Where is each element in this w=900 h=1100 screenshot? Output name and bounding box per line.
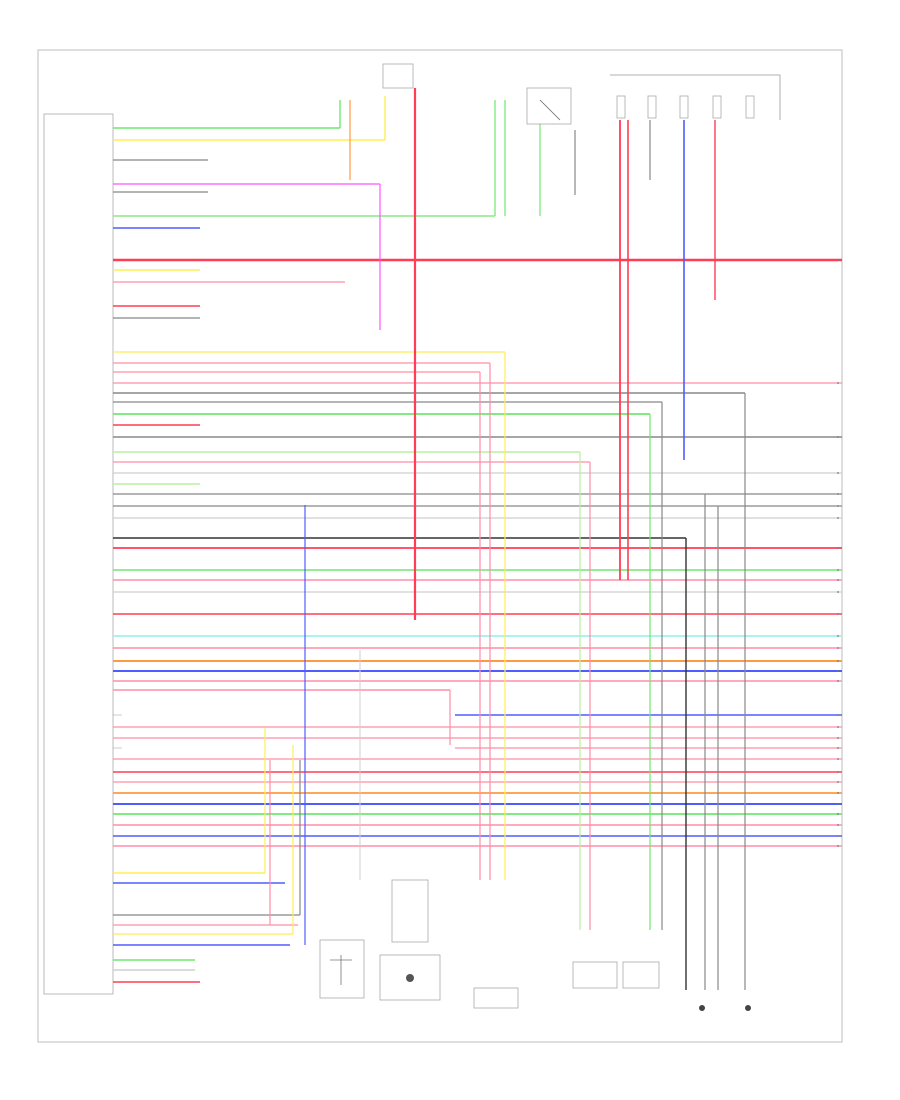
fuse-3 [679,95,689,119]
connector-dot [837,781,839,783]
diagram-frame [37,49,843,1043]
connector-dot [837,835,839,837]
connector-dot [837,579,839,581]
fuse-4 [712,95,722,119]
accelerator-sensor-symbol [330,955,352,985]
connector-dot [837,824,839,826]
crank-sensor-bracket [391,879,429,943]
connector-dot [837,714,839,716]
ground-point-2 [745,1005,751,1011]
connector-dot [837,792,839,794]
brake-switch-box [526,87,572,125]
connector-dot [837,771,839,773]
connector-dot [837,758,839,760]
connector-dot [837,635,839,637]
fuel-tank-module-box [473,987,519,1009]
accelerator-sensor-box [319,939,365,999]
connector-dot [837,647,839,649]
connector-dot [837,803,839,805]
oxygen-sensor-2-box [622,961,660,989]
components [319,63,781,1011]
connector-dot [837,747,839,749]
crank-sensor-symbol [406,974,414,982]
connector-dot [837,382,839,384]
connector-dot [837,670,839,672]
connector-dot [837,813,839,815]
connector-dot [837,845,839,847]
connector-dot [837,737,839,739]
wires [113,88,842,990]
fuse-5 [745,95,755,119]
connector-dot [837,680,839,682]
connector-dot [837,591,839,593]
oxygen-sensor-1-box [572,961,618,989]
connector-dot [837,569,839,571]
connector-dot [837,259,839,261]
connector-dot [837,493,839,495]
fuse-1 [616,95,626,119]
brake-switch-contact [539,99,561,121]
crank-sensor-box [379,954,441,1001]
connector-dot [837,472,839,474]
connector-dot [837,726,839,728]
connector-dot [837,547,839,549]
connector-dot [837,505,839,507]
connector-dot [837,436,839,438]
fuse-2 [647,95,657,119]
module-pin-marks [113,127,122,983]
engine-control-module-box [43,113,114,995]
connector-dot [837,517,839,519]
top-fuse-block [382,63,414,89]
ground-point-1 [699,1005,705,1011]
connector-dot [837,660,839,662]
connector-dot [837,613,839,615]
